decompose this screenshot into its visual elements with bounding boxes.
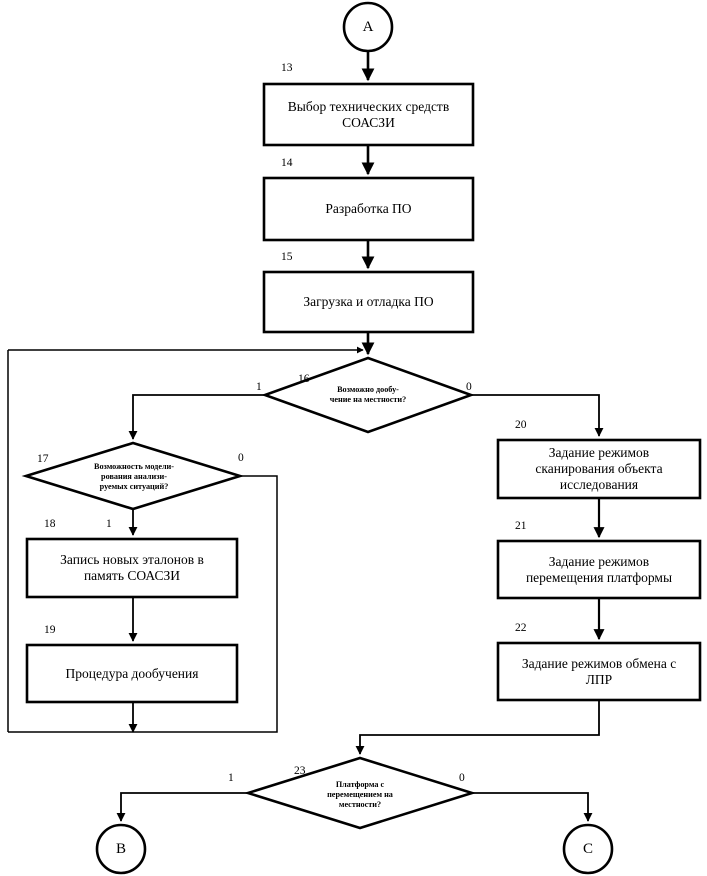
connector-16-yes-to-17 xyxy=(128,394,265,440)
step-number-20: 20 xyxy=(515,419,527,431)
process-22-shape[interactable] xyxy=(496,641,702,702)
branch-label-23-yes: 1 xyxy=(228,772,234,784)
process-14-shape[interactable] xyxy=(262,176,475,242)
terminator-a-shape[interactable] xyxy=(342,1,394,53)
connector-16-no-to-20 xyxy=(471,394,604,437)
process-19-shape[interactable] xyxy=(25,643,239,704)
step-number-18: 18 xyxy=(44,518,56,530)
process-13-shape[interactable] xyxy=(262,82,475,147)
step-number-19: 19 xyxy=(44,624,56,636)
step-number-21: 21 xyxy=(515,520,527,532)
branch-label-23-no: 0 xyxy=(459,772,465,784)
decision-17-shape[interactable] xyxy=(21,441,245,511)
branch-label-17-yes: 1 xyxy=(106,518,112,530)
step-number-23: 23 xyxy=(294,765,306,777)
process-15-shape[interactable] xyxy=(262,270,475,334)
connector-23-yes-to-b xyxy=(116,792,248,822)
process-18-shape[interactable] xyxy=(25,537,239,599)
terminator-c-shape[interactable] xyxy=(562,823,614,875)
step-number-16: 16 xyxy=(298,373,310,385)
branch-label-17-no: 0 xyxy=(238,452,244,464)
step-number-13: 13 xyxy=(281,62,293,74)
process-20-shape[interactable] xyxy=(496,438,702,500)
decision-23-shape[interactable] xyxy=(243,756,477,830)
connector-17-no-to-loopback xyxy=(8,475,278,733)
decision-16-shape[interactable] xyxy=(261,356,475,434)
branch-label-16-no: 0 xyxy=(466,381,472,393)
terminator-b-shape[interactable] xyxy=(95,823,147,875)
step-number-15: 15 xyxy=(281,251,293,263)
branch-label-16-yes: 1 xyxy=(256,381,262,393)
connector-22-to-23 xyxy=(355,700,600,755)
step-number-17: 17 xyxy=(37,453,49,465)
process-21-shape[interactable] xyxy=(496,539,702,600)
step-number-22: 22 xyxy=(515,622,527,634)
step-number-14: 14 xyxy=(281,157,293,169)
connector-23-no-to-c xyxy=(472,792,593,822)
